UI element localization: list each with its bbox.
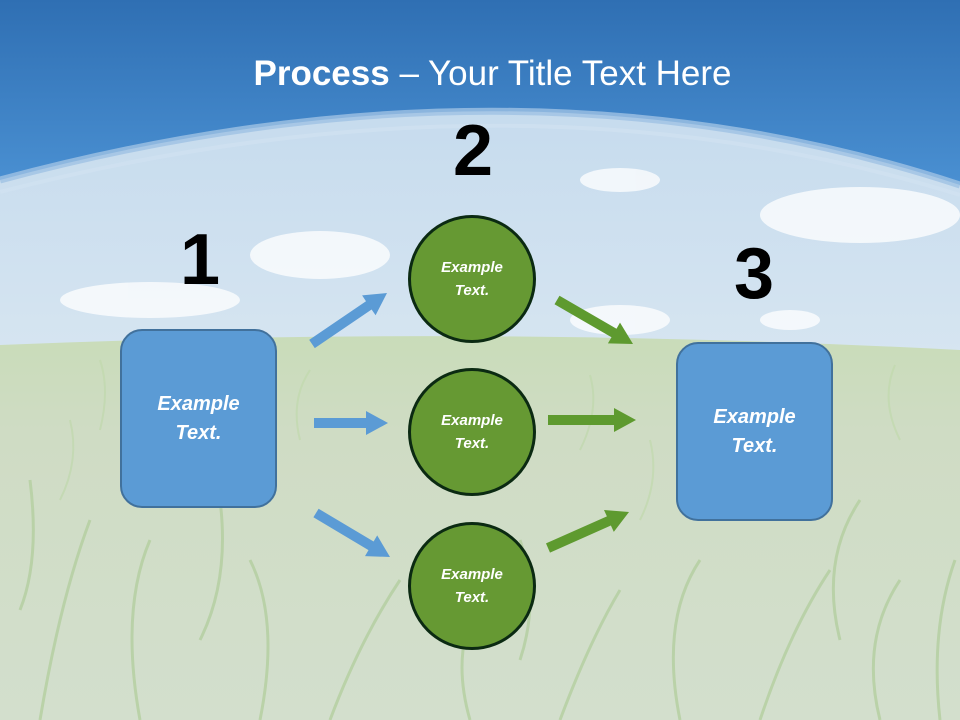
title-bold-text: Process xyxy=(253,54,390,93)
input-box: Example Text. xyxy=(120,329,277,508)
arrow-center-to-output xyxy=(548,408,636,432)
middle-circle-bottom: Example Text. xyxy=(408,522,536,650)
step-number-2: 2 xyxy=(452,111,494,191)
arrow-top-to-output xyxy=(554,295,633,344)
title-rest-text: – Your Title Text Here xyxy=(389,54,732,93)
step-number-1: 1 xyxy=(179,220,221,300)
middle-circle-center: Example Text. xyxy=(408,368,536,496)
arrow-input-to-bottom xyxy=(313,508,390,557)
arrow-bottom-to-output xyxy=(546,510,629,553)
middle-circle-top-text: Example Text. xyxy=(441,259,503,299)
slide-title: Process – Your Title Text Here xyxy=(0,52,960,96)
arrow-input-to-top xyxy=(309,293,387,349)
middle-circle-center-text: Example Text. xyxy=(441,412,503,452)
step-number-3: 3 xyxy=(733,234,775,314)
output-box-text: Example Text. xyxy=(713,405,796,457)
middle-circle-bottom-text: Example Text. xyxy=(441,566,503,606)
middle-circle-top: Example Text. xyxy=(408,215,536,343)
output-box: Example Text. xyxy=(676,342,833,521)
input-box-text: Example Text. xyxy=(157,392,240,444)
arrow-input-to-center xyxy=(314,411,388,435)
